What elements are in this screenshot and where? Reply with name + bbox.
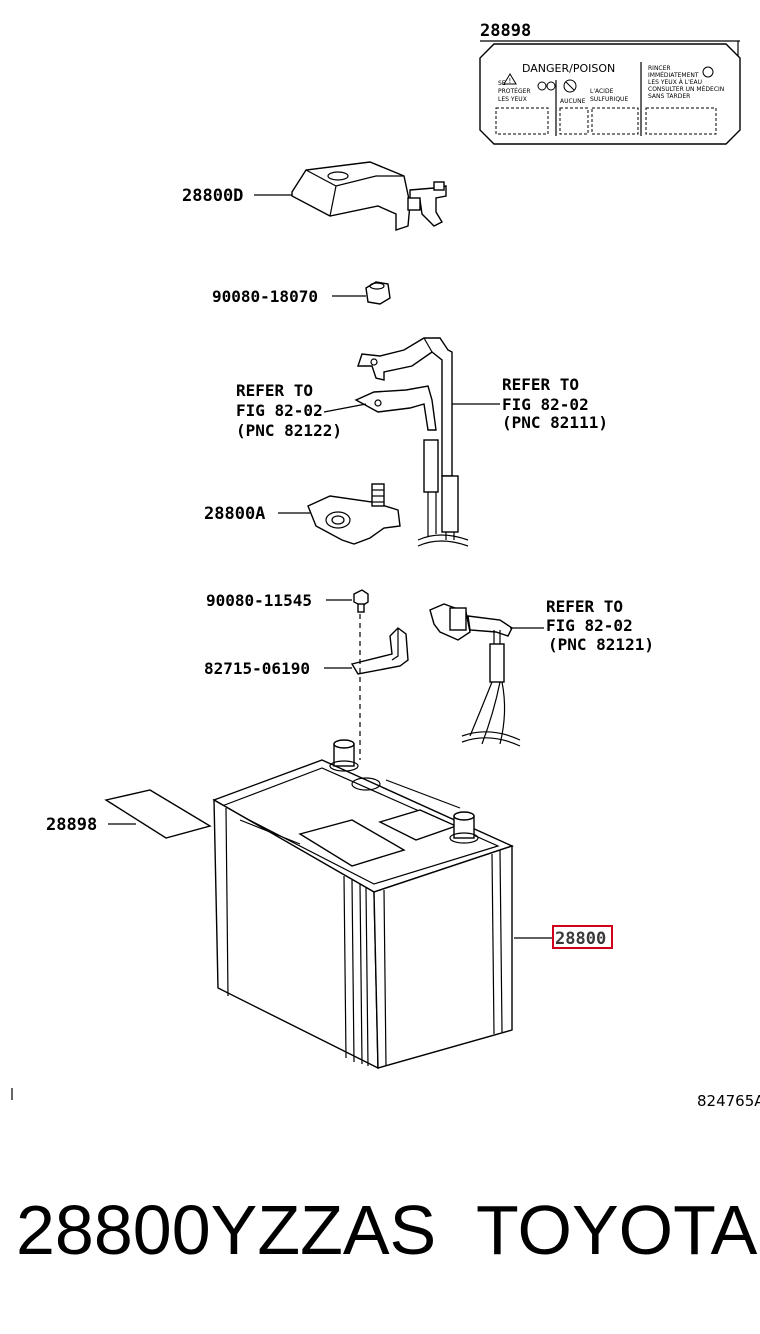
refer-right-line3[interactable]: (PNC 82111) bbox=[502, 413, 608, 432]
label-82715-06190[interactable]: 82715-06190 bbox=[204, 659, 310, 678]
danger-heading: DANGER/POISON bbox=[522, 62, 615, 75]
label-28898-left[interactable]: 28898 bbox=[46, 815, 97, 835]
negative-post bbox=[329, 739, 359, 772]
svg-text:RINCER: RINCER bbox=[648, 65, 671, 72]
refer-left-line2: FIG 82-02 bbox=[236, 401, 323, 420]
label-28800[interactable]: 28800 bbox=[555, 929, 606, 949]
svg-text:SANS TARDER: SANS TARDER bbox=[648, 93, 690, 100]
no-flame-icon bbox=[563, 79, 577, 93]
label-90080-18070[interactable]: 90080-18070 bbox=[212, 287, 318, 306]
label-28898-top[interactable]: 28898 bbox=[480, 21, 531, 41]
warning-icon: ! bbox=[503, 73, 517, 85]
nut: 90080-18070 bbox=[212, 281, 391, 306]
label-28800A[interactable]: 28800A bbox=[204, 504, 265, 524]
svg-text:LES YEUX: LES YEUX bbox=[498, 96, 527, 103]
clamp-bracket: 82715-06190 bbox=[204, 627, 409, 678]
bolt: 90080-11545 bbox=[206, 589, 369, 613]
illustration-id: 824765A bbox=[697, 1092, 760, 1110]
warning-label-top: 28898 ! DANGER/POISON SE PROTÉGER LES YE… bbox=[479, 21, 741, 145]
warning-label-sheet: 28898 bbox=[46, 789, 212, 839]
positive-cable-assembly: REFER TO FIG 82-02 (PNC 82122) REFER TO … bbox=[236, 337, 608, 547]
refer-right-line1: REFER TO bbox=[502, 375, 579, 394]
svg-text:!: ! bbox=[509, 77, 512, 85]
goggles-icon bbox=[537, 81, 556, 91]
svg-text:L'ACIDE: L'ACIDE bbox=[590, 88, 614, 95]
refer-lower-line3[interactable]: (PNC 82121) bbox=[548, 635, 654, 654]
refer-left-line1: REFER TO bbox=[236, 381, 313, 400]
label-90080-11545[interactable]: 90080-11545 bbox=[206, 591, 312, 610]
svg-text:CONSULTER UN MÉDECIN: CONSULTER UN MÉDECIN bbox=[648, 85, 724, 93]
brand-name: TOYOTA bbox=[476, 1191, 758, 1269]
refer-lower-line2: FIG 82-02 bbox=[546, 616, 633, 635]
svg-text:SULFURIQUE: SULFURIQUE bbox=[590, 96, 628, 103]
svg-text:PROTÉGER: PROTÉGER bbox=[498, 87, 531, 95]
svg-text:SE: SE bbox=[498, 80, 506, 87]
part-number: 28800YZZAS bbox=[16, 1191, 437, 1269]
svg-text:LES YEUX À L'EAU: LES YEUX À L'EAU bbox=[648, 79, 702, 86]
refer-left-line3[interactable]: (PNC 82122) bbox=[236, 421, 342, 440]
terminal-cover: 28800D bbox=[182, 161, 447, 231]
svg-text:IMMÉDIATEMENT: IMMÉDIATEMENT bbox=[648, 71, 699, 79]
label-28800D[interactable]: 28800D bbox=[182, 186, 243, 206]
negative-cable-assembly: REFER TO FIG 82-02 (PNC 82121) bbox=[429, 597, 654, 747]
hand-icon bbox=[702, 66, 714, 78]
refer-right-line2: FIG 82-02 bbox=[502, 395, 589, 414]
battery-terminal-clamp: 28800A bbox=[204, 483, 401, 545]
positive-post bbox=[449, 811, 479, 844]
refer-lower-line1: REFER TO bbox=[546, 597, 623, 616]
caption: 28800YZZAS TOYOTA bbox=[0, 1190, 760, 1280]
highlight-box bbox=[552, 925, 613, 949]
battery: 28800 bbox=[212, 739, 613, 1070]
svg-text:AUCUNE: AUCUNE bbox=[560, 98, 586, 105]
